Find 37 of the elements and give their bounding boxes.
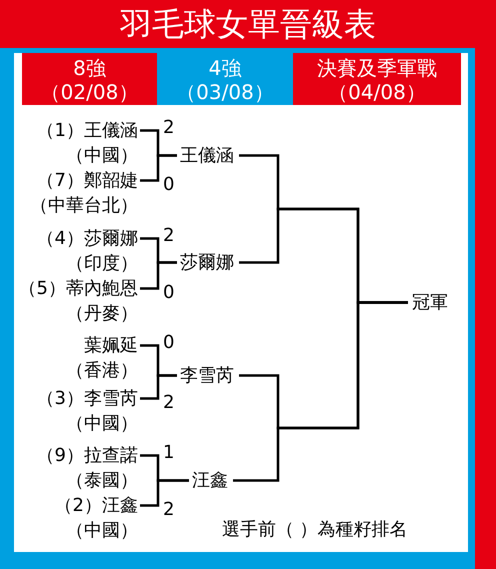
- winner-name: 王儀涵: [180, 143, 234, 168]
- date-label: （03/08）: [175, 80, 275, 104]
- country-name: （香港）: [65, 359, 138, 383]
- champion-label: 冠軍: [412, 290, 448, 315]
- bracket-line: [140, 374, 177, 400]
- player-name: （3）李雪芮: [36, 387, 138, 411]
- bracket-line: [140, 479, 189, 507]
- player-name: （9）拉查諾: [36, 444, 138, 468]
- player-name: （5）蒂內鮑恩: [18, 277, 138, 301]
- country-name: （丹麥）: [65, 302, 138, 326]
- winner-name: 汪鑫: [192, 468, 228, 493]
- country-name: （中國）: [65, 412, 138, 436]
- footnote: 選手前（ ）為種籽排名: [222, 518, 408, 541]
- country-name: （中國）: [65, 519, 138, 543]
- title: 羽毛球女單晉級表: [119, 4, 377, 44]
- bracket-line: [233, 301, 408, 482]
- country-name: （中華台北）: [29, 194, 138, 218]
- date-label: （04/08）: [327, 80, 427, 104]
- player-name: （4）莎爾娜: [36, 227, 138, 251]
- date-label: （02/08）: [40, 80, 140, 104]
- country-name: （印度）: [65, 252, 138, 276]
- round-label: 4強: [208, 56, 242, 80]
- winner-name: 莎爾娜: [180, 250, 234, 275]
- bracket-line: [140, 154, 177, 182]
- round-header: [157, 53, 293, 105]
- bracket-line: [140, 261, 177, 290]
- country-name: （泰國）: [65, 469, 138, 493]
- player-name: （1）王儀涵: [36, 119, 138, 143]
- country-name: （中國）: [65, 144, 138, 168]
- winner-name: 李雪芮: [180, 363, 234, 388]
- round-label: 8強: [72, 56, 107, 80]
- player-name: （7）鄭韶婕: [36, 169, 138, 193]
- round-label: 決賽及季軍戰: [316, 56, 438, 80]
- round-header: [293, 53, 461, 105]
- player-name: 葉姵延: [83, 334, 138, 358]
- player-name: （2）汪鑫: [54, 494, 138, 518]
- round-header: [22, 53, 157, 105]
